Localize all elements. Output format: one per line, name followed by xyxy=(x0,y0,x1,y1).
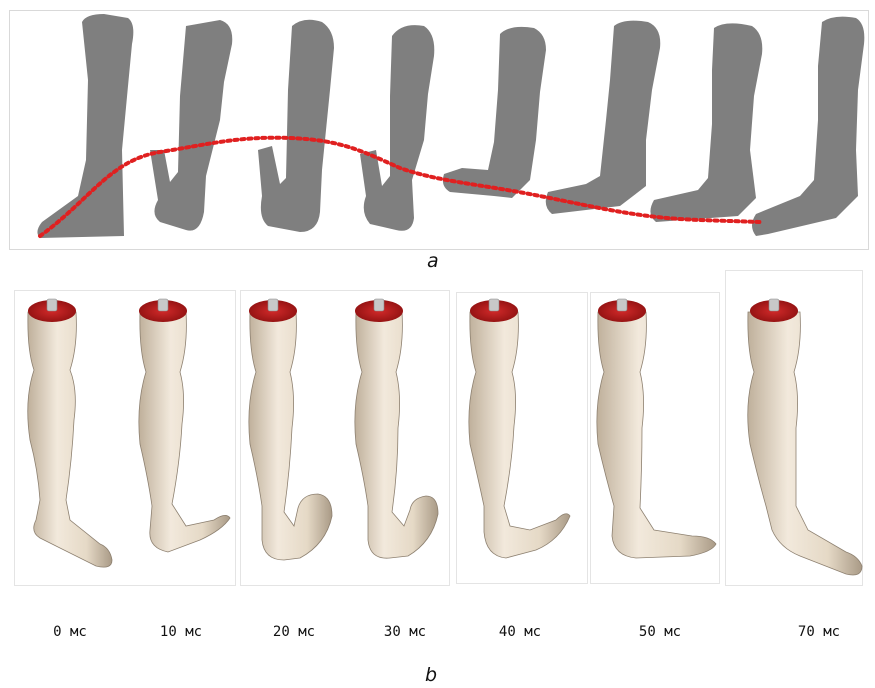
leg-20ms xyxy=(249,299,332,560)
leg-40ms xyxy=(469,299,570,558)
leg-70ms xyxy=(748,299,862,575)
leg-10ms xyxy=(139,299,230,552)
time-label-4: 40 мс xyxy=(499,625,541,639)
leg-0ms xyxy=(28,299,112,567)
panel-b-legs xyxy=(0,0,875,600)
panel-b-label: b xyxy=(425,666,437,685)
time-label-0: 0 мс xyxy=(53,625,87,639)
leg-50ms xyxy=(597,299,716,558)
leg-30ms xyxy=(355,299,438,558)
time-label-5: 50 мс xyxy=(639,625,681,639)
time-label-2: 20 мс xyxy=(273,625,315,639)
time-label-3: 30 мс xyxy=(384,625,426,639)
time-label-1: 10 мс xyxy=(160,625,202,639)
time-label-6: 70 мс xyxy=(798,625,840,639)
